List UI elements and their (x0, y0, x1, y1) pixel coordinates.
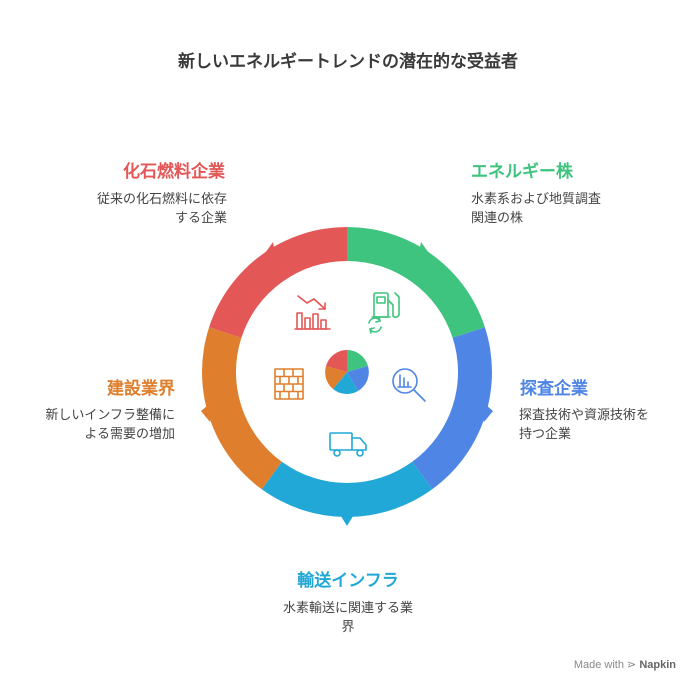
fuel-pump-icon (368, 292, 400, 334)
energy-desc-line: 水素系および地質調査 (471, 192, 602, 207)
segment-construction (202, 327, 282, 490)
footer-credit: Made with ⋗ Napkin (574, 658, 676, 671)
footer-brand: Napkin (639, 659, 676, 671)
fossil-desc-line: する企業 (174, 211, 227, 226)
exploration-description: 探査技術や資源技術を 持つ企業 (519, 406, 691, 444)
transport-desc-line: 水素輸送に関連する業 (282, 601, 413, 616)
segment-energy (347, 227, 485, 338)
segment-transport (261, 461, 433, 517)
energy-description: 水素系および地質調査 関連の株 (471, 190, 671, 228)
construction-heading: 建設業界 (107, 379, 175, 399)
arrow-tip-transport (339, 513, 355, 526)
napkin-logo-icon: ⋗ (627, 659, 637, 671)
arrow-tip-energy (418, 242, 436, 263)
brick-wall-icon (274, 368, 304, 400)
arrow-tip-exploration (480, 400, 493, 422)
construction-description: 新しいインフラ整備に よる需要の増加 (10, 406, 175, 444)
arrow-tip-construction (201, 400, 214, 422)
construction-desc-line: 新しいインフラ整備に (45, 408, 175, 423)
transport-desc-line: 界 (341, 620, 355, 635)
pie-chart-icon (325, 350, 369, 394)
energy-desc-line: 関連の株 (471, 211, 524, 226)
exploration-desc-line: 持つ企業 (519, 427, 572, 442)
footer-prefix: Made with (573, 659, 624, 671)
transport-description: 水素輸送に関連する業 界 (248, 599, 448, 637)
declining-chart-icon (294, 295, 331, 330)
diagram-title: 新しいエネルギートレンドの潜在的な受益者 (178, 52, 518, 72)
fossil-desc-line: 従来の化石燃料に依存 (96, 192, 227, 207)
transport-heading: 輸送インフラ (297, 571, 399, 591)
exploration-desc-line: 探査技術や資源技術を (519, 408, 650, 423)
fossil-heading: 化石燃料企業 (123, 162, 225, 182)
fossil-description: 従来の化石燃料に依存 する企業 (40, 190, 227, 228)
truck-icon (329, 432, 367, 457)
construction-desc-line: よる需要の増加 (84, 427, 175, 442)
segment-exploration (412, 327, 492, 490)
arrow-tip-fossil (258, 242, 276, 263)
exploration-heading: 探査企業 (520, 379, 588, 399)
search-chart-icon (392, 368, 426, 402)
segment-fossil (209, 227, 347, 338)
energy-heading: エネルギー株 (471, 162, 573, 182)
